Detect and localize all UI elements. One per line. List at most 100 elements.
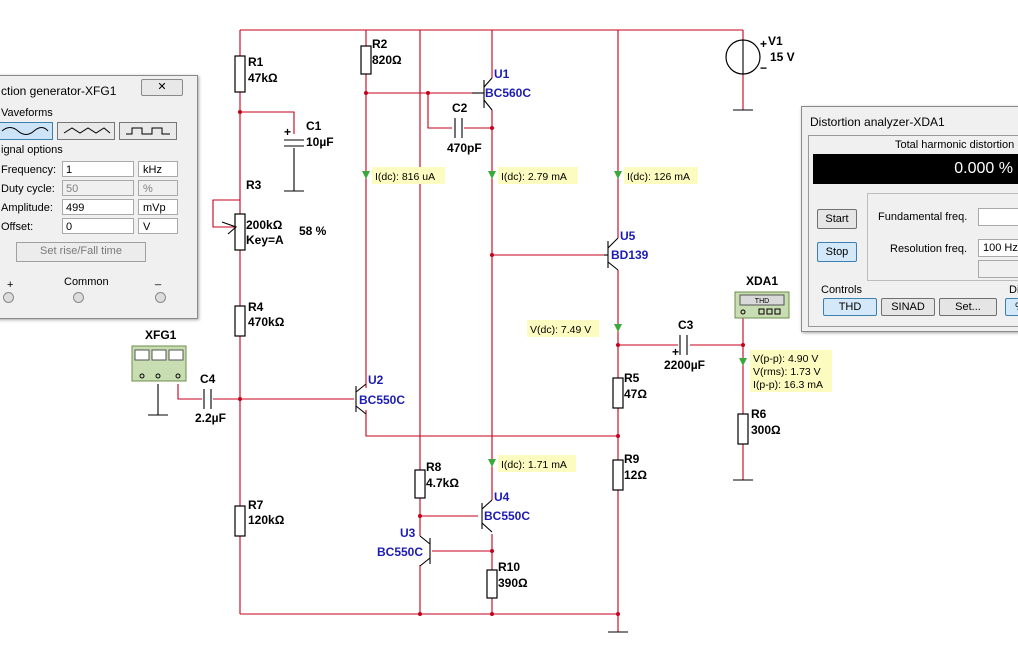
svg-text:390Ω: 390Ω [498,576,528,590]
amplitude-unit-select[interactable]: mVp [138,199,178,215]
sinad-button[interactable]: SINAD [881,298,935,316]
svg-text:XDA1: XDA1 [746,274,778,288]
amplitude-input[interactable]: 499 [62,199,134,215]
terminal-plus-radio[interactable] [3,292,14,303]
resistor-r8[interactable] [414,469,426,499]
resistor-r6[interactable] [737,413,749,445]
svg-text:47kΩ: 47kΩ [248,71,278,85]
function-generator-window[interactable]: ction generator-XFG1 ✕ Vaveforms ignal o… [0,75,198,319]
svg-text:+: + [760,37,767,51]
transistor-u5[interactable] [604,237,619,271]
svg-text:V(rms): 1.73 V: V(rms): 1.73 V [753,366,821,378]
svg-text:−: − [760,61,767,75]
resistor-r9[interactable] [612,459,624,491]
close-button[interactable]: ✕ [141,79,183,96]
svg-text:820Ω: 820Ω [372,53,402,67]
probe-1[interactable]: I(dc): 816 uA [372,167,445,184]
capacitor-c1[interactable]: + [284,125,304,147]
resistor-r4[interactable] [234,305,246,337]
svg-text:470kΩ: 470kΩ [248,315,285,329]
svg-text:58 %: 58 % [299,224,327,238]
svg-text:120kΩ: 120kΩ [248,513,285,527]
capacitor-c2[interactable] [454,118,463,138]
start-button[interactable]: Start [817,209,857,229]
probe-markers [362,171,747,467]
potentiometer-r3[interactable] [234,213,246,251]
svg-text:I(p-p): 16.3 mA: I(p-p): 16.3 mA [753,379,823,391]
capacitor-c4[interactable] [203,389,212,409]
resolution-extra-field[interactable] [978,260,1018,278]
transistor-u1[interactable] [472,77,493,111]
junction-dots [238,91,745,616]
offset-unit-select[interactable]: V [138,218,178,234]
svg-text:R8: R8 [426,460,442,474]
svg-text:R10: R10 [498,560,520,574]
thd-display: 0.000 % [813,154,1018,184]
svg-text:R6: R6 [751,407,767,421]
transistor-u3[interactable] [419,535,431,567]
svg-text:R4: R4 [248,300,264,314]
stop-button[interactable]: Stop [817,242,857,262]
svg-text:R3: R3 [246,178,262,192]
capacitor-c3[interactable]: + [672,335,688,359]
svg-text:C3: C3 [678,318,694,332]
resistor-r5[interactable] [612,377,624,409]
distortion-analyzer-icon[interactable]: THD [734,291,790,319]
terminal-common-radio[interactable] [73,292,84,303]
ground-symbols [148,109,753,633]
frequency-input[interactable]: 1 [62,161,134,177]
distortion-analyzer-window[interactable]: Distortion analyzer-XDA1 Total harmonic … [801,106,1018,332]
svg-text:U4: U4 [494,490,510,504]
probe-3[interactable]: I(dc): 126 mA [624,167,698,184]
svg-text:V(p-p): 4.90 V: V(p-p): 4.90 V [753,353,818,365]
svg-text:470pF: 470pF [447,141,482,155]
square-wave-icon [126,127,170,135]
svg-text:12Ω: 12Ω [624,468,647,482]
set-button[interactable]: Set... [939,298,997,316]
window-title: Distortion analyzer-XDA1 [810,115,945,129]
fundamental-freq-input[interactable] [978,208,1018,226]
svg-text:I(dc): 126 mA: I(dc): 126 mA [627,171,690,183]
percent-button[interactable]: % [1005,298,1018,316]
analyzer-panel: Total harmonic distortion (T 0.000 % Sta… [808,135,1018,327]
resolution-freq-select[interactable]: 100 Hz [978,239,1018,257]
transistor-u2[interactable] [355,383,367,415]
svg-text:Key=A: Key=A [246,233,284,247]
sine-wave-button[interactable] [0,122,53,140]
resistor-r7[interactable] [234,505,246,537]
probe-2[interactable]: I(dc): 2.79 mA [498,167,578,184]
svg-text:U3: U3 [400,526,416,540]
thd-title: Total harmonic distortion (T [895,139,1018,151]
resistor-r10[interactable] [486,569,498,599]
probe-4[interactable]: V(dc): 7.49 V [527,320,599,337]
close-icon: ✕ [157,81,167,93]
fundamental-freq-label: Fundamental freq. [878,211,968,223]
duty-cycle-unit: % [138,180,178,196]
frequency-unit-select[interactable]: kHz [138,161,178,177]
transistor-u4[interactable] [481,499,493,533]
dc-source-v1[interactable]: + − [725,37,767,75]
svg-text:V(dc): 7.49 V: V(dc): 7.49 V [530,324,591,336]
set-rise-fall-time-button[interactable]: Set rise/Fall time [16,242,146,262]
offset-label: Offset: [1,221,34,233]
terminal-minus-radio[interactable] [155,292,166,303]
resistor-r1[interactable] [234,55,246,93]
duty-cycle-label: Duty cycle: [1,183,55,195]
pot-wiper-icon [221,221,238,235]
svg-text:2.2µF: 2.2µF [195,411,226,425]
triangle-wave-button[interactable] [57,122,115,140]
svg-text:10µF: 10µF [306,135,334,149]
function-generator-icon[interactable] [131,345,187,382]
terminal-minus-label: _ [155,274,162,286]
probe-5[interactable]: I(dc): 1.71 mA [498,455,576,472]
terminal-plus-label: + [7,279,14,291]
svg-text:+: + [284,125,291,139]
svg-text:I(dc): 2.79 mA: I(dc): 2.79 mA [501,171,567,183]
square-wave-button[interactable] [119,122,177,140]
probe-6[interactable]: V(p-p): 4.90 V V(rms): 1.73 V I(p-p): 16… [750,350,832,392]
offset-input[interactable]: 0 [62,218,134,234]
duty-cycle-input[interactable]: 50 [62,180,134,196]
resistor-r2[interactable] [360,45,372,75]
thd-button[interactable]: THD [823,298,877,316]
